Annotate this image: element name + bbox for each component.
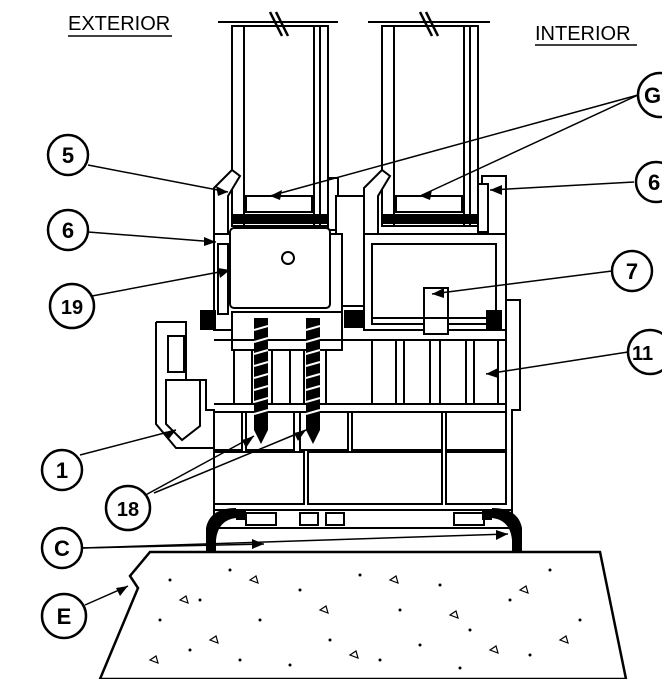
callout-6-right: 6 [634,160,662,204]
svg-text:C: C [54,536,70,561]
svg-text:19: 19 [61,297,83,319]
svg-text:6: 6 [648,170,660,195]
concrete-base [98,550,628,679]
leader-arrowheads [116,185,508,596]
glass-bottom-seals [232,214,478,224]
callout-7: 7 [610,249,654,293]
svg-text:18: 18 [117,499,139,521]
frame-webs [233,339,499,405]
callout-19: 19 [48,282,96,330]
interior-label: INTERIOR [535,23,631,45]
svg-text:5: 5 [62,143,74,168]
leader-lines [79,94,639,606]
svg-text:1: 1 [56,458,68,483]
perimeter-seals [206,508,522,552]
screw-threads [253,325,321,415]
callout-g1: G1 [636,71,662,119]
glass-spacers [245,195,463,213]
svg-text:11: 11 [632,343,653,365]
sash-body-exterior [213,227,343,351]
callout-11: 11 [626,328,662,376]
svg-text:7: 7 [626,259,638,284]
svg-text:E: E [57,604,72,629]
glazing-unit-interior [368,11,490,227]
main-frame [155,299,521,511]
sill-strip [213,509,513,529]
svg-text:6: 6 [62,218,74,243]
callout-5: 5 [46,133,90,177]
gaskets [200,310,502,330]
callout-c: C [40,526,84,570]
exterior-label: EXTERIOR [68,13,170,35]
glazing-unit-exterior [218,11,338,227]
sash-body-interior [363,233,507,335]
callout-1: 1 [40,448,84,492]
callout-18: 18 [104,484,152,532]
svg-text:G1: G1 [644,83,662,108]
callout-e: E [40,592,88,640]
callout-6-left: 6 [46,208,90,252]
